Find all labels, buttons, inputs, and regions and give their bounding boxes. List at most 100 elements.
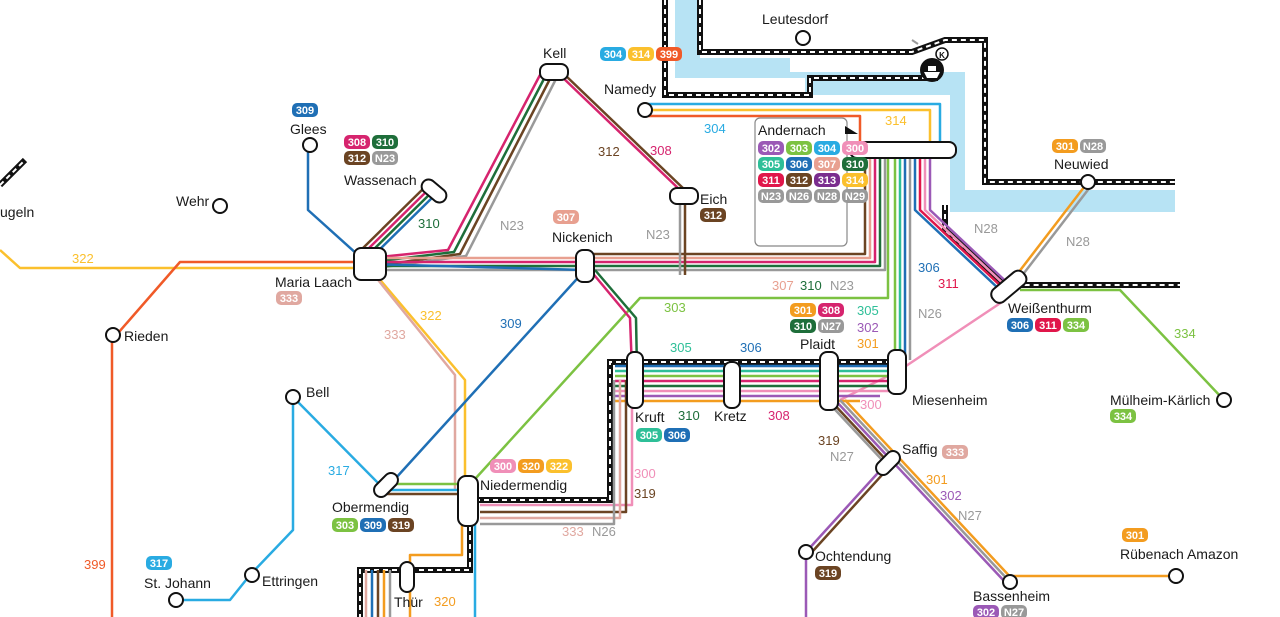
ferry-boat-icon (924, 66, 940, 78)
station-dot-wehr[interactable] (212, 198, 228, 214)
station-box-wassenach[interactable] (419, 177, 449, 206)
route-badge-label: 308 (348, 137, 366, 149)
station-dot-stjohann[interactable] (168, 592, 184, 608)
route-badge-plaidt (790, 319, 816, 333)
route-badge-label: 308 (822, 305, 840, 317)
route-label: 300 (860, 397, 882, 412)
route-label: 306 (740, 340, 762, 355)
route-badge-label: 302 (977, 607, 995, 617)
station-label-saffig: Saffig (902, 441, 938, 457)
station-dot-muelheim[interactable] (1216, 392, 1232, 408)
station-label-wassenach: Wassenach (344, 172, 417, 188)
route-badge-wassenach (372, 135, 398, 149)
route-label: N27 (958, 508, 982, 523)
station-label-stjohann: St. Johann (144, 575, 211, 591)
route-badge-saffig (942, 445, 968, 459)
station-dot-bell[interactable] (285, 389, 301, 405)
station-dot-neuwied[interactable] (1080, 174, 1096, 190)
route-badge-label: 305 (762, 159, 780, 171)
station-label-bell: Bell (306, 384, 329, 400)
route-badge-label: 314 (846, 175, 865, 187)
route-badge-label: 303 (790, 143, 808, 155)
route-badge-label: N29 (845, 191, 865, 203)
route-label: 311 (938, 276, 959, 291)
route-badge-andernach (842, 141, 868, 155)
station-box-plaidt[interactable] (819, 351, 839, 411)
route-badge-weissenthurm (1063, 318, 1089, 332)
route-badge-kruft (664, 428, 690, 442)
station-label-niedermendig: Niedermendig (480, 477, 567, 493)
station-box-kell[interactable] (539, 63, 569, 81)
station-dot-ochtendung[interactable] (798, 544, 814, 560)
route-label: 303 (664, 300, 686, 315)
station-dot-namedy[interactable] (637, 102, 653, 118)
route-badge-label: 304 (604, 49, 623, 61)
station-box-thuer[interactable] (399, 561, 415, 593)
route-badge-label: 320 (522, 461, 540, 473)
station-label-thuer: Thür (394, 594, 423, 610)
route-badge-label: 319 (392, 520, 410, 532)
route-badge-label: 307 (557, 212, 575, 224)
route-label: 301 (926, 472, 948, 487)
route-badge-label: 399 (660, 49, 678, 61)
station-dot-ruebenach[interactable] (1168, 568, 1184, 584)
station-box-marialaach[interactable] (353, 247, 387, 281)
route-label: 399 (84, 557, 106, 572)
route-badge-label: 312 (704, 210, 722, 222)
route-badge-label: N23 (375, 153, 395, 165)
route-badge-label: 317 (150, 558, 168, 570)
station-box-obermendig[interactable] (371, 470, 401, 500)
station-dot-ettringen[interactable] (244, 567, 260, 583)
route-badge-neuwied (1080, 139, 1106, 153)
route-badge-label: 307 (818, 159, 836, 171)
station-label-niederzissen: ugeln (0, 204, 34, 220)
station-box-kretz[interactable] (723, 361, 741, 409)
route-badge-andernach (786, 173, 812, 187)
station-dot-bassenheim[interactable] (1002, 574, 1018, 590)
route-badge-obermendig (360, 518, 386, 532)
route-badge-label: 314 (632, 49, 651, 61)
station-box-kruft[interactable] (626, 351, 644, 409)
station-dot-rieden[interactable] (105, 327, 121, 343)
route-label: N28 (1066, 234, 1090, 249)
route-badge-label: N23 (761, 191, 781, 203)
route-badge-label: 301 (1126, 530, 1144, 542)
route-badge-label: 311 (762, 175, 780, 187)
route-label: N27 (830, 449, 854, 464)
station-label-muelheim: Mülheim-Kärlich (1110, 392, 1210, 408)
route-label: 319 (818, 433, 840, 448)
station-box-niedermendig[interactable] (457, 475, 479, 527)
route-badge-obermendig (388, 518, 414, 532)
station-label-kell: Kell (543, 45, 566, 61)
route-label: 310 (800, 278, 822, 293)
station-box-eich[interactable] (669, 187, 699, 205)
route-badge-label: 312 (348, 153, 366, 165)
route-badge-label: 306 (790, 159, 808, 171)
route-label: 305 (857, 303, 879, 318)
route-badge-label: 300 (494, 461, 512, 473)
station-dot-leutesdorf[interactable] (795, 30, 811, 46)
station-box-saffig[interactable] (873, 448, 903, 478)
route-badge-andernach (758, 189, 784, 203)
station-labels: Leutesdorf Kell Namedy Andernach Glees W… (0, 11, 1238, 610)
route-label: N26 (592, 524, 616, 539)
route-label: 317 (328, 463, 350, 478)
route-label: N23 (646, 227, 670, 242)
route-badge-andernach (842, 157, 868, 171)
station-box-miesenheim[interactable] (887, 349, 907, 395)
route-label: 307 (772, 278, 794, 293)
route-badge-label: 310 (846, 159, 864, 171)
svg-text:K: K (939, 51, 945, 60)
route-badge-marialaach (276, 291, 302, 305)
route-badge-label: 334 (1067, 320, 1086, 332)
station-label-nickenich: Nickenich (552, 229, 613, 245)
station-dot-glees[interactable] (302, 137, 318, 153)
station-box-nickenich[interactable] (575, 249, 595, 283)
route-badge-label: 306 (1011, 320, 1029, 332)
station-box-weissenthurm[interactable] (988, 268, 1029, 306)
route-badge-kruft (636, 428, 662, 442)
route-label: 319 (634, 486, 656, 501)
route-badge-label: 300 (846, 143, 864, 155)
route-label: N23 (500, 218, 524, 233)
route-badge-label: 313 (818, 175, 836, 187)
